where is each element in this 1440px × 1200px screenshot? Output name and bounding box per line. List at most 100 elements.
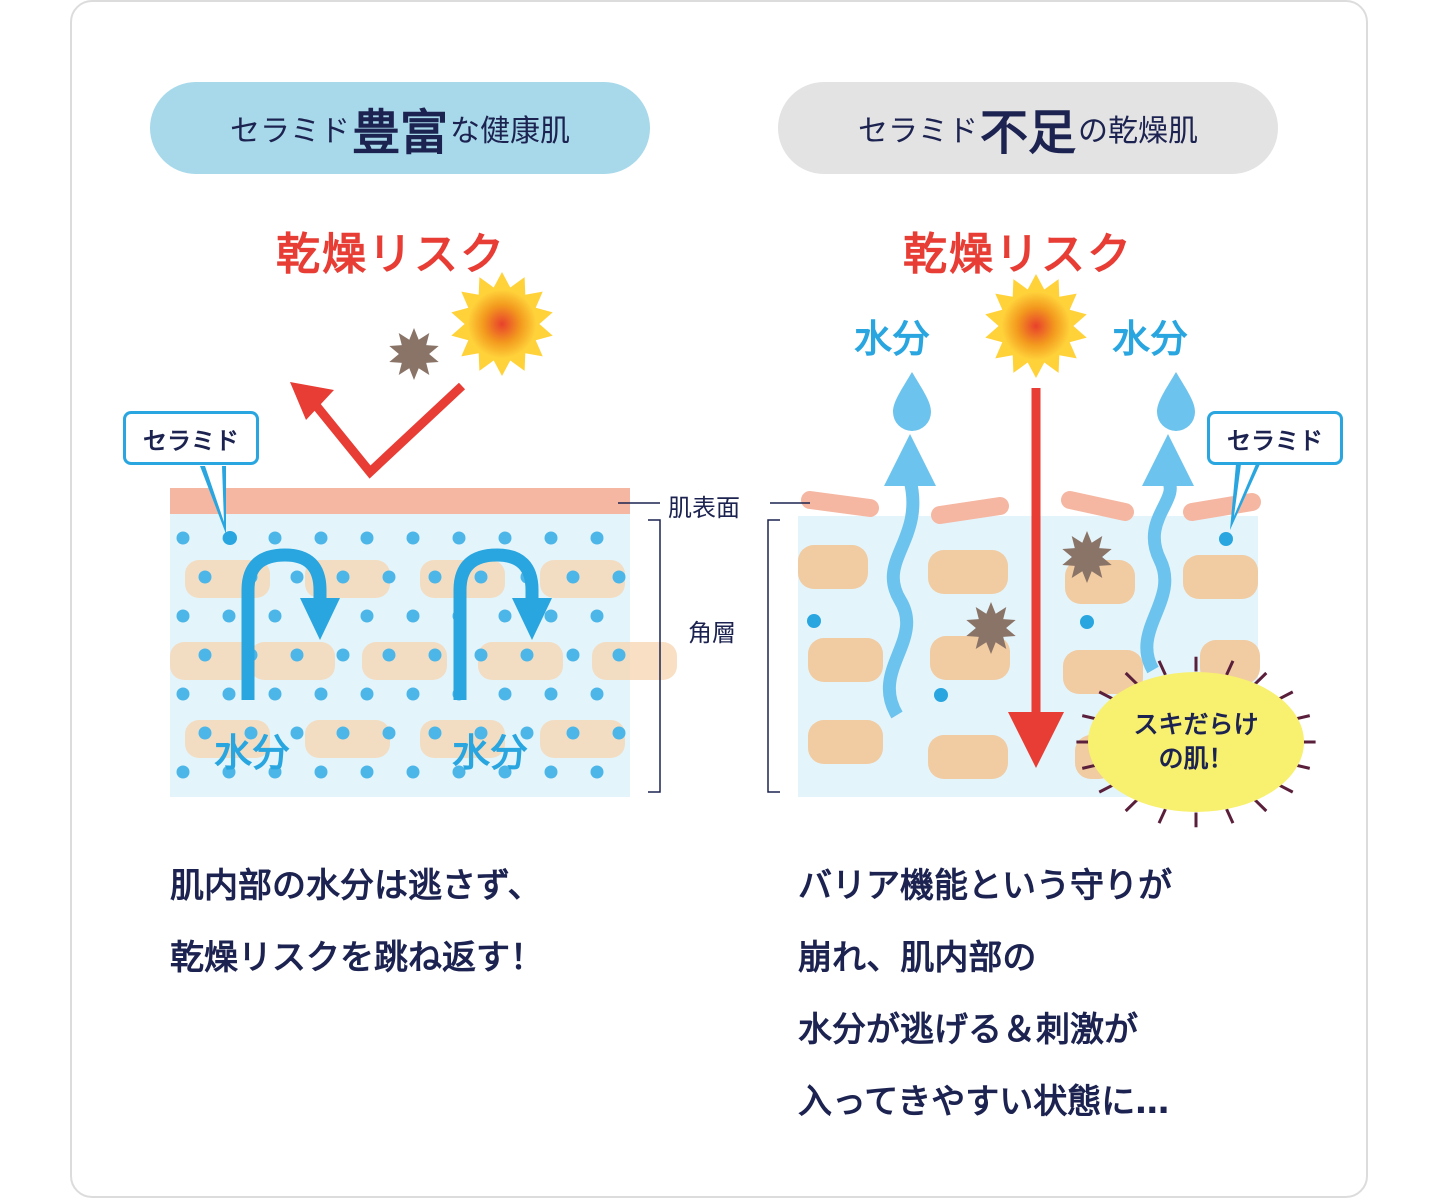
retention-arrow [453, 548, 539, 700]
burst-line: の肌！ [1158, 744, 1234, 773]
skin-cell [305, 720, 390, 758]
stratum-corneum-label: 角層 [688, 619, 736, 647]
dry-skin-description: バリア機能という守りが 崩れ、肌内部の 水分が逃げる＆刺激が 入ってきやすい状態… [798, 850, 1172, 1138]
ceramide-dot [612, 648, 626, 662]
moisture-retention-arrows [241, 548, 539, 700]
moisture-label: 水分 [452, 731, 529, 775]
header-suffix: の乾燥肌 [1078, 114, 1198, 149]
skin-surface-label: 肌表面 [668, 494, 740, 522]
ceramide-dot [566, 726, 580, 740]
ceramide-dot [290, 570, 304, 584]
ceramide-marker [223, 531, 237, 545]
ceramide-dot [360, 609, 374, 623]
ceramide-dot [406, 687, 420, 701]
skin-cell [170, 642, 255, 680]
deflected-risk-arrowhead [290, 382, 334, 420]
ceramide-dot [612, 570, 626, 584]
burst-label: スキだらけ の肌！ [1110, 708, 1282, 776]
ceramide-dot [176, 765, 190, 779]
healthy-skin-header: セラミド豊富な健康肌 [150, 82, 650, 174]
dry-skin-diagram [798, 274, 1316, 828]
ceramide-dot [612, 726, 626, 740]
burst-ray [1225, 808, 1235, 824]
ceramide-dot [590, 609, 604, 623]
ceramide-dot [290, 648, 304, 662]
ceramide-dot [198, 648, 212, 662]
description-line: 肌内部の水分は逃さず、 [170, 866, 542, 906]
skin-cell [1183, 555, 1258, 599]
ceramide-dot [590, 765, 604, 779]
ceramide-dot [360, 765, 374, 779]
ceramide-dot [176, 531, 190, 545]
healthy-skin-description: 肌内部の水分は逃さず、 乾燥リスクを跳ね返す！ [170, 850, 544, 994]
retention-arrowhead [300, 598, 340, 640]
ceramide-dot [406, 765, 420, 779]
ceramide-dot [268, 531, 282, 545]
ceramide-dot [268, 609, 282, 623]
burst-ray [1157, 808, 1167, 824]
burst-bubble [1088, 672, 1304, 812]
moisture-label: 水分 [854, 317, 931, 361]
skin-cell [808, 638, 883, 682]
description-line: 崩れ、肌内部の [798, 938, 1037, 978]
burst-ray [1253, 671, 1268, 687]
sun-icon [451, 272, 553, 376]
description-line: 入ってきやすい状態に… [798, 1082, 1170, 1122]
ceramide-dot [176, 609, 190, 623]
sun-core [467, 289, 537, 359]
ceramide-dot [336, 648, 350, 662]
ceramide-dots [807, 532, 1233, 702]
ceramide-dot [176, 687, 190, 701]
skin-cell [1063, 650, 1143, 694]
skin-cell [928, 735, 1008, 779]
irritant-particle [1062, 531, 1112, 583]
ceramide-dot [474, 648, 488, 662]
penetrating-risk-arrowhead [1008, 712, 1064, 768]
ceramide-dot [268, 765, 282, 779]
burst-ray [1124, 797, 1139, 813]
retention-arrowhead [512, 598, 552, 640]
ceramide-dot [428, 726, 442, 740]
burst-ray [1157, 660, 1167, 676]
skin-cell [592, 642, 677, 680]
header-prefix: セラミド [229, 114, 350, 149]
ceramide-dots [176, 531, 626, 779]
burst-ray [1225, 660, 1235, 676]
ceramide-dot [382, 570, 396, 584]
ceramide-dot [498, 687, 512, 701]
ceramide-dot [498, 609, 512, 623]
ceramide-dot [406, 531, 420, 545]
skin-cell [808, 720, 883, 764]
vulnerable-skin-burst [1076, 656, 1316, 828]
retention-arrow [241, 548, 327, 700]
ceramide-dot [336, 570, 350, 584]
description-line: バリア機能という守りが [798, 866, 1172, 906]
ceramide-dot [314, 765, 328, 779]
ceramide-dot [428, 648, 442, 662]
ceramide-dot [382, 726, 396, 740]
sun-core [1001, 291, 1071, 361]
ceramide-dot [474, 570, 488, 584]
header-prefix: セラミド [857, 114, 978, 149]
broken-skin-surface [801, 491, 1261, 524]
escaping-moisture-arrows [882, 476, 1177, 719]
ceramide-dot [222, 687, 236, 701]
ceramide-dot [198, 570, 212, 584]
ceramide-dot [498, 531, 512, 545]
ceramide-dot [452, 765, 466, 779]
ceramide-dot [474, 726, 488, 740]
sun-icon [985, 274, 1087, 378]
healthy-skin-diagram [170, 272, 677, 797]
dry-skin-header: セラミド不足の乾燥肌 [778, 82, 1278, 174]
ceramide-dot [520, 648, 534, 662]
ceramide-callout: セラミド [1207, 411, 1343, 465]
skin-cell [540, 720, 625, 758]
escape-arrowhead [884, 434, 936, 486]
water-drop-icon [893, 372, 931, 431]
ceramide-dot [544, 531, 558, 545]
ceramide-dot [314, 531, 328, 545]
skin-cell [540, 560, 625, 598]
description-line: 乾燥リスクを跳ね返す！ [170, 938, 544, 978]
ceramide-dot [566, 648, 580, 662]
